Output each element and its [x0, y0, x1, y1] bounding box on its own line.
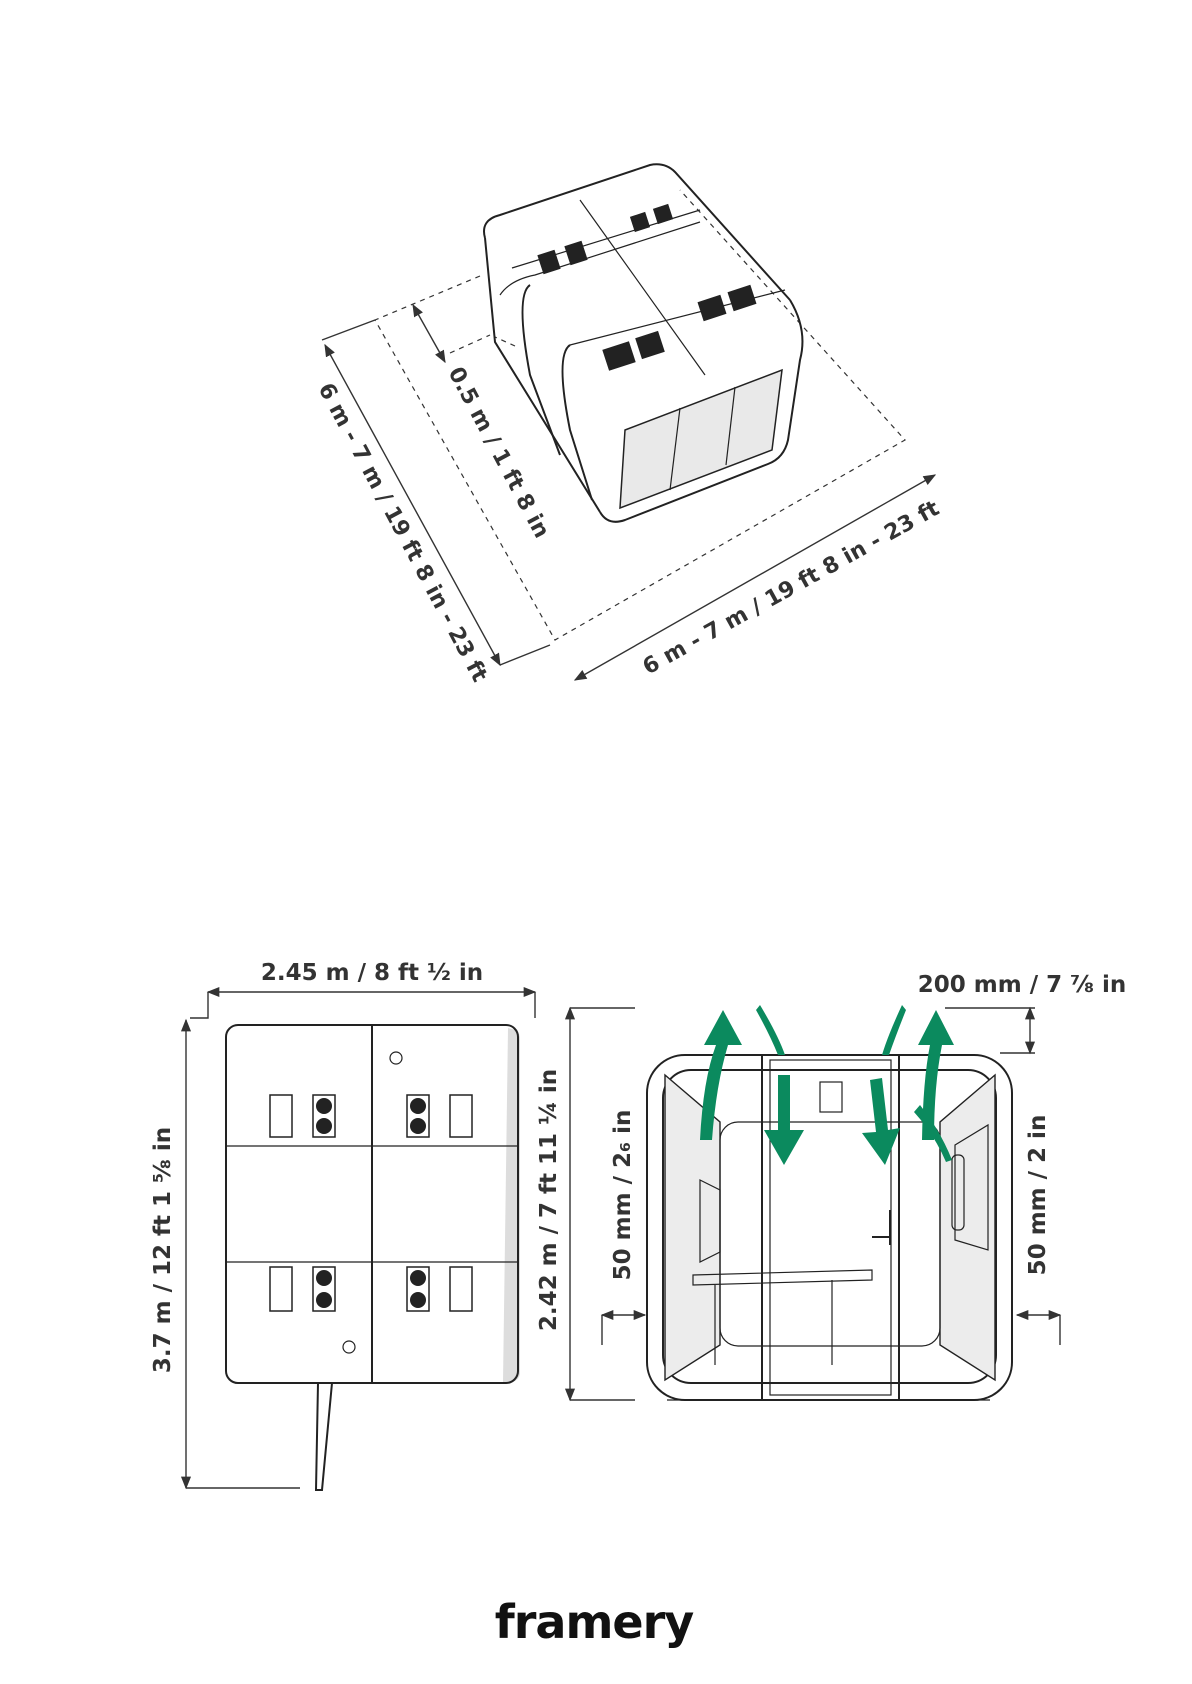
framery-logo: framery — [495, 1595, 695, 1649]
glass-front — [620, 370, 782, 508]
iso-clearance-dimension: 0.5 m / 1 ft 8 in — [443, 363, 554, 542]
door-swing — [316, 1383, 332, 1490]
front-left-side-dimension: 50 mm / 2₆ in — [610, 1110, 636, 1281]
plan-width-dimension: 2.45 m / 8 ft ½ in — [261, 960, 483, 986]
isometric-view: 6 m - 7 m / 19 ft 8 in - 23 ft 0.5 m / 1… — [313, 164, 944, 686]
plan-depth-dimension: 3.7 m / 12 ft 1 ⅝ in — [150, 1127, 176, 1373]
pod-front — [647, 1005, 1012, 1400]
plan-view: 2.45 m / 8 ft ½ in 3.7 m / 12 ft 1 ⅝ in — [150, 960, 535, 1490]
iso-depth-dimension: 6 m - 7 m / 19 ft 8 in - 23 ft — [313, 379, 492, 687]
pod-isometric — [484, 164, 802, 521]
front-right-side-dimension: 50 mm / 2 in — [1025, 1115, 1051, 1276]
front-top-clearance-dimension: 200 mm / 7 ⅞ in — [918, 972, 1126, 998]
front-view: 2.42 m / 7 ft 11 ¼ in 200 mm / 7 ⅞ in 50… — [536, 972, 1126, 1400]
front-height-dimension: 2.42 m / 7 ft 11 ¼ in — [536, 1069, 562, 1331]
pod-plan — [226, 1025, 520, 1490]
iso-width-dimension: 6 m - 7 m / 19 ft 8 in - 23 ft — [639, 496, 944, 680]
airflow-arrows — [700, 1005, 954, 1165]
